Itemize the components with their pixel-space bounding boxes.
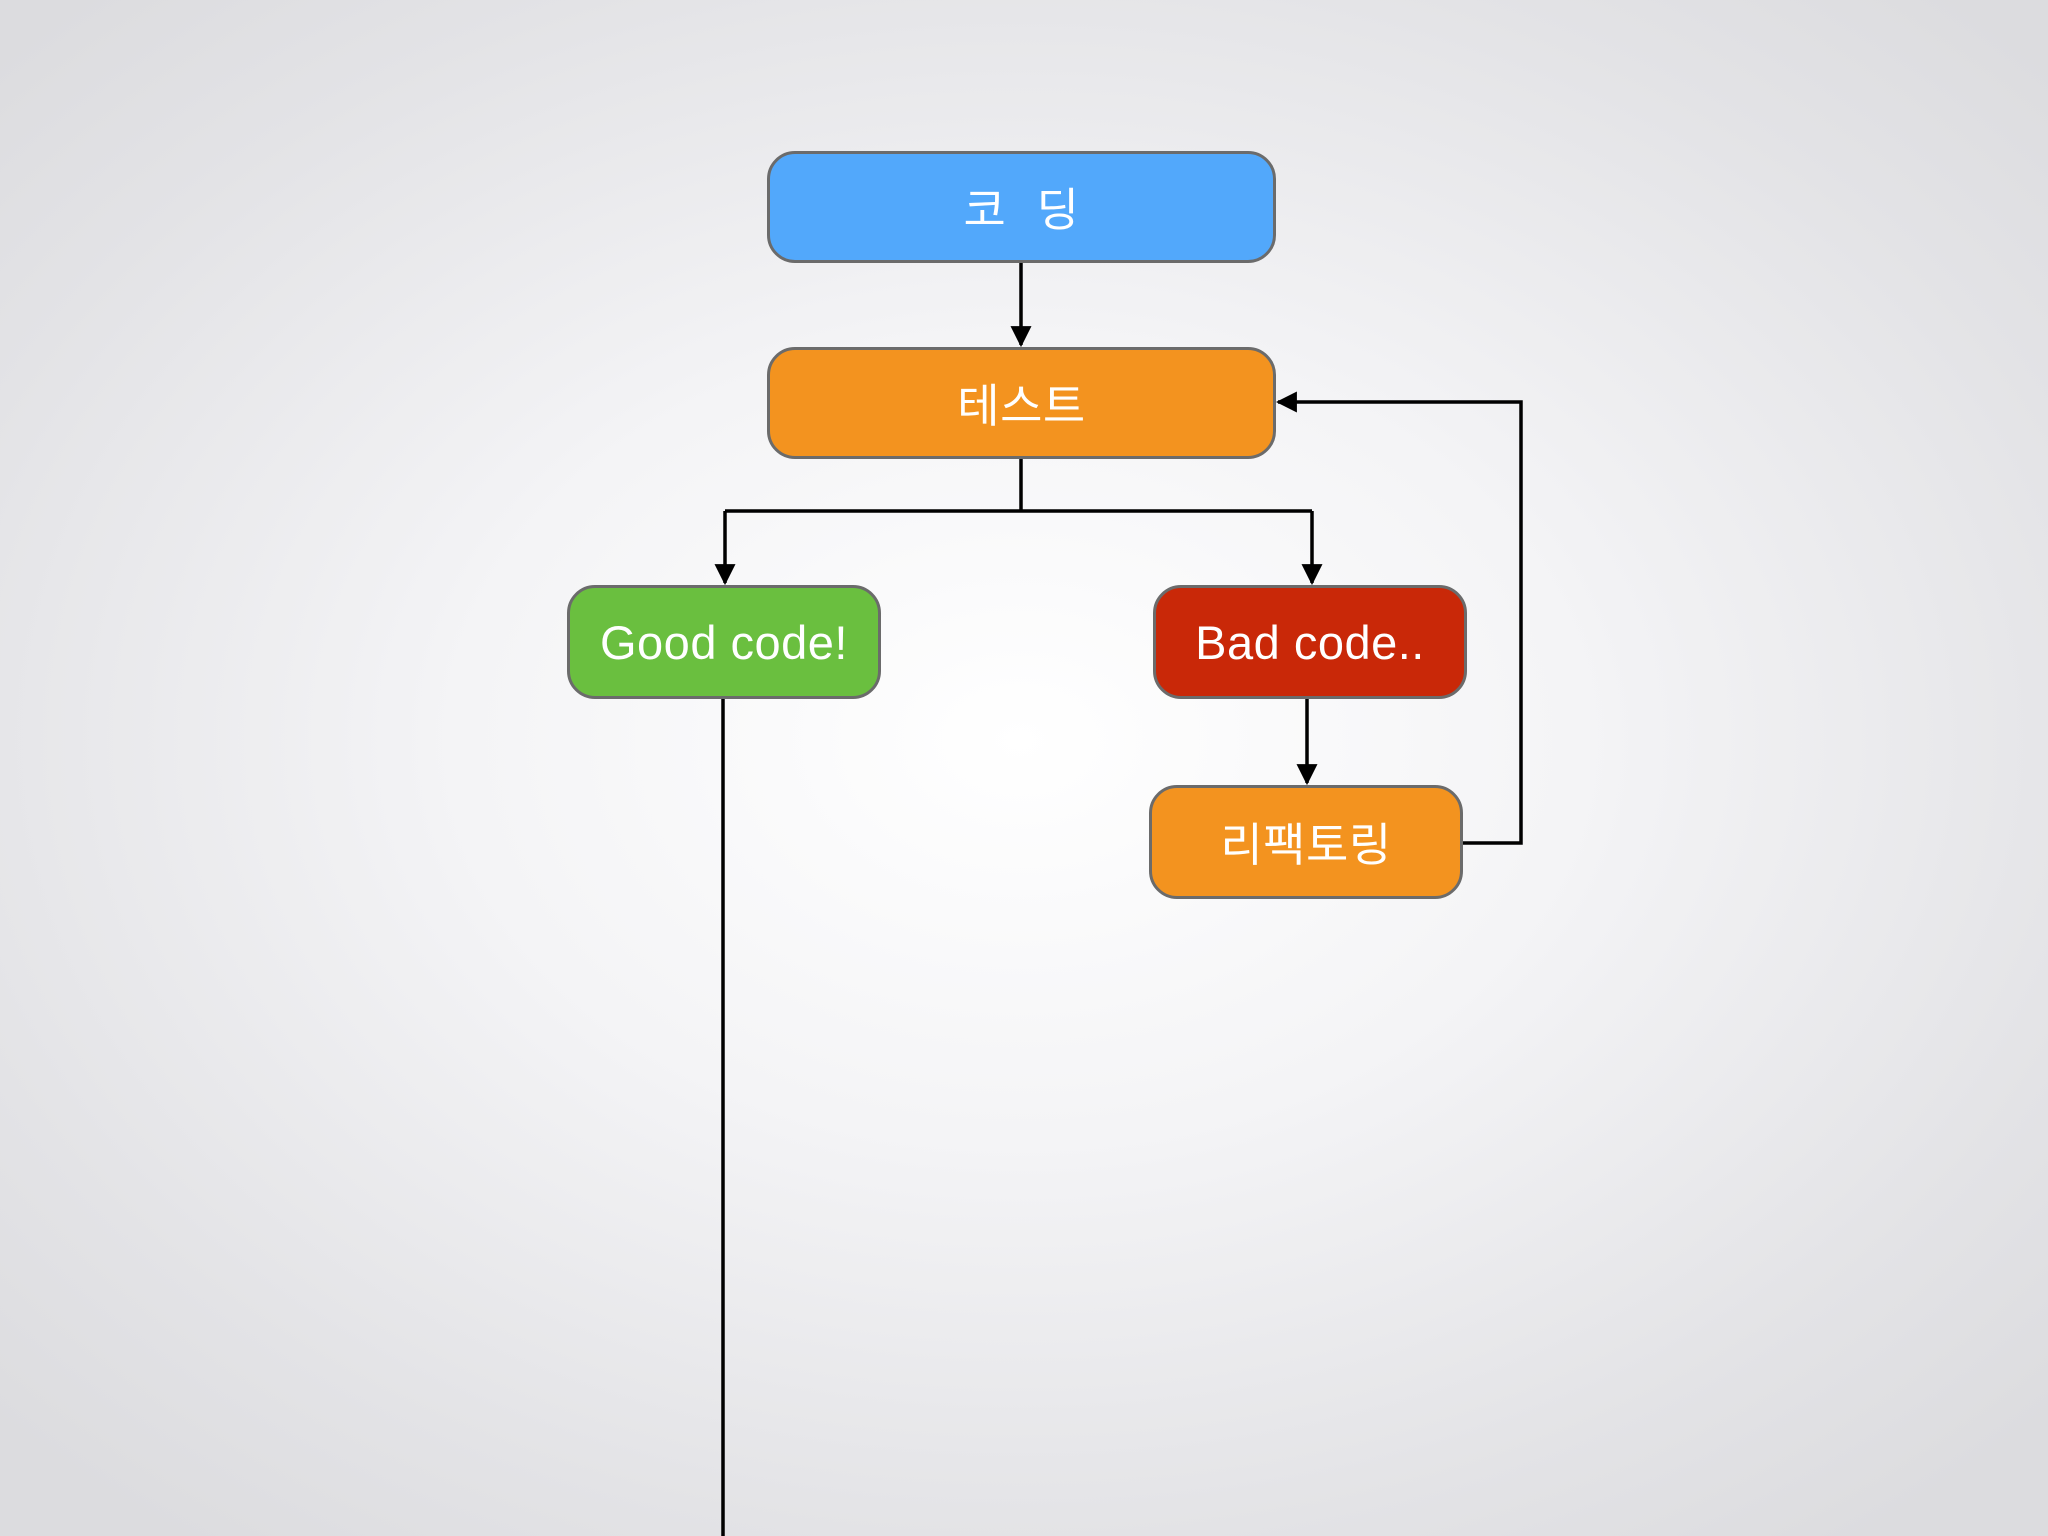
node-bad-code[interactable]: Bad code.. [1153,585,1467,699]
node-refactoring-label: 리팩토링 [1220,818,1392,872]
node-test[interactable]: 테스트 [767,347,1276,459]
node-coding-label: 코 딩 [963,183,1080,237]
node-good-code-label: Good code! [599,615,848,669]
node-refactoring[interactable]: 리팩토링 [1149,785,1463,899]
node-test-label: 테스트 [957,379,1086,433]
node-bad-code-label: Bad code.. [1195,615,1425,669]
edge-refactor-to-test [1275,391,1523,845]
node-coding[interactable]: 코 딩 [767,151,1276,263]
node-good-code[interactable]: Good code! [567,585,881,699]
